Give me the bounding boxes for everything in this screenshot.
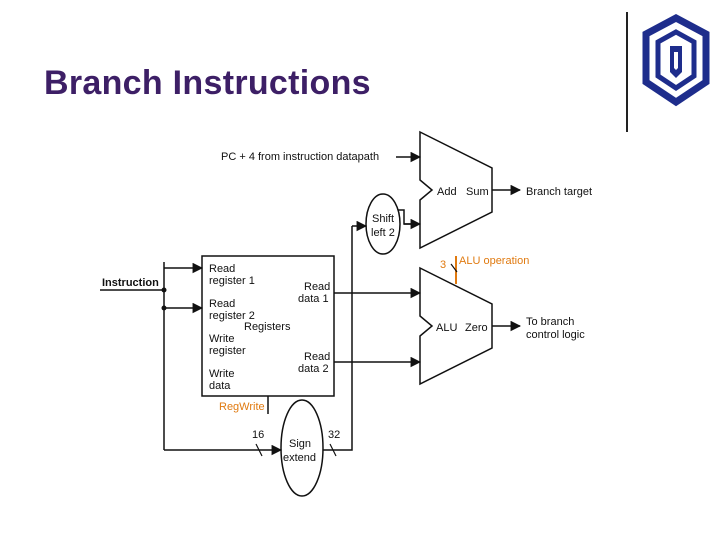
- read-register-1-label: register 1: [209, 275, 255, 287]
- pc-plus-4-label: PC + 4 from instruction datapath: [221, 151, 379, 163]
- alu-label: ALU: [436, 322, 457, 334]
- registers-title: Registers: [244, 321, 291, 333]
- sign-extend-label: extend: [283, 452, 316, 464]
- adder-sum-label: Sum: [466, 186, 489, 198]
- branch-control-label: To branch: [526, 316, 574, 328]
- shift-label-line2: left 2: [371, 227, 395, 239]
- alu-operation-bits: 3: [440, 259, 446, 271]
- read-register-2-label: register 2: [209, 310, 255, 322]
- read-data-1-label: data 1: [298, 293, 329, 305]
- regwrite-label: RegWrite: [219, 401, 265, 413]
- adder-add-label: Add: [437, 186, 457, 198]
- sign-extend-output-bits: 32: [328, 429, 340, 441]
- write-register-label: Write: [209, 333, 234, 345]
- instruction-label: Instruction: [102, 277, 159, 289]
- write-data-label: data: [209, 380, 231, 392]
- write-data-label: Write: [209, 368, 234, 380]
- sign-extend-input-bits: 16: [252, 429, 264, 441]
- header-divider: [626, 12, 628, 132]
- slide-title: Branch Instructions: [44, 64, 371, 102]
- branch-control-label: control logic: [526, 329, 585, 341]
- write-register-label: register: [209, 345, 246, 357]
- bus-width-slash: [255, 443, 263, 457]
- sign-extend-to-shift-wire: [323, 226, 353, 451]
- university-emblem-icon: [642, 14, 710, 107]
- junction-dot: [161, 305, 167, 311]
- read-data-2-label: data 2: [298, 363, 329, 375]
- sign-extend-label: Sign: [289, 438, 311, 450]
- read-data-1-label: Read: [304, 281, 330, 293]
- alu-zero-label: Zero: [465, 322, 488, 334]
- shift-label-line1: Shift: [372, 213, 394, 225]
- read-register-2-label: Read: [209, 298, 235, 310]
- read-data-2-label: Read: [304, 351, 330, 363]
- branch-target-label: Branch target: [526, 186, 592, 198]
- bus-width-slash: [450, 263, 458, 273]
- alu-operation-label: ALU operation: [459, 255, 529, 267]
- read-register-1-label: Read: [209, 263, 235, 275]
- junction-dot: [161, 287, 167, 293]
